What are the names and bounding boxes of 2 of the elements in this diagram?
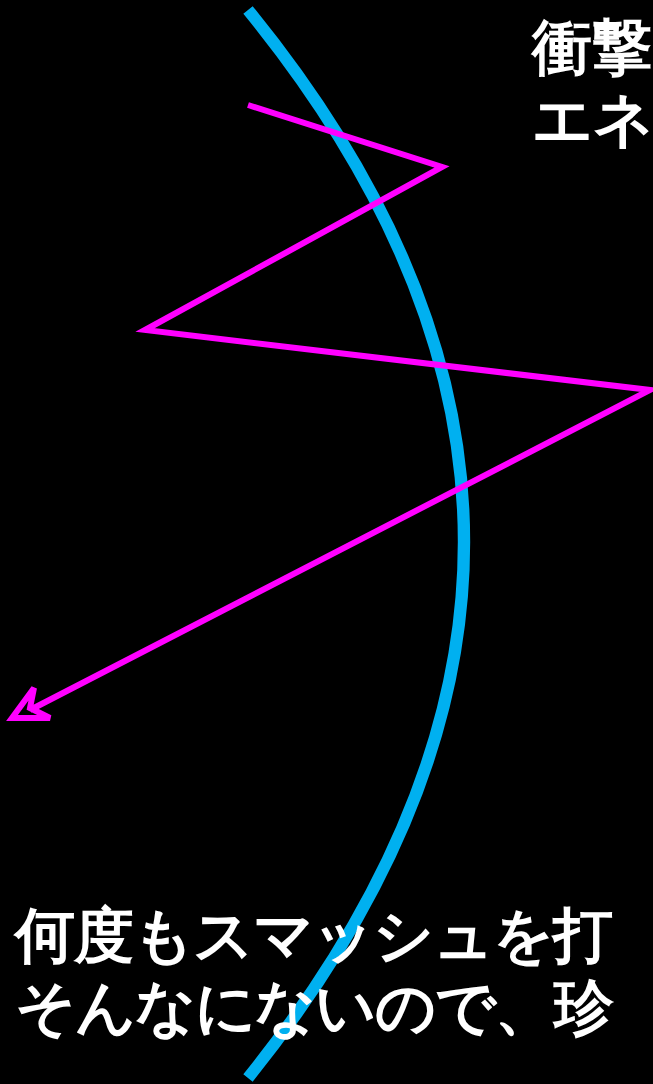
caption-text: 衝撃 [532, 12, 652, 82]
caption-text: エネ [532, 84, 653, 154]
